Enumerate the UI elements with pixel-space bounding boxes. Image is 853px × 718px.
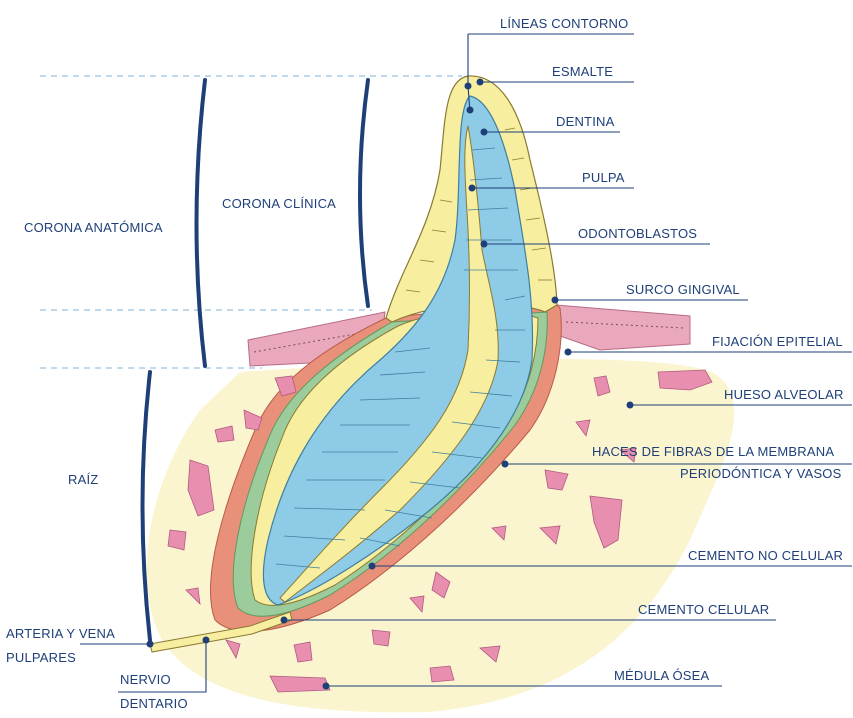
label-haces-line2: PERIODÓNTICA Y VASOS — [680, 466, 842, 481]
label-arteria-line1: ARTERIA Y VENA — [6, 626, 115, 641]
label-medula-osea: MÉDULA ÓSEA — [614, 668, 710, 683]
label-nervio-line1: NERVIO — [120, 672, 171, 687]
label-lineas-contorno: LÍNEAS CONTORNO — [500, 16, 628, 31]
label-surco-gingival: SURCO GINGIVAL — [626, 282, 740, 297]
label-dentina: DENTINA — [556, 114, 615, 129]
label-hueso-alveolar: HUESO ALVEOLAR — [724, 387, 844, 402]
label-corona-anatomica: CORONA ANATÓMICA — [24, 220, 163, 235]
label-arteria-line2: PULPARES — [6, 650, 76, 665]
label-pulpa: PULPA — [582, 170, 625, 185]
label-fijacion-epitelial: FIJACIÓN EPITELIAL — [712, 334, 843, 349]
label-corona-clinica: CORONA CLÍNICA — [222, 196, 336, 211]
gingiva-right — [556, 305, 690, 350]
label-nervio-line2: DENTARIO — [120, 696, 188, 711]
label-cemento-no-celular: CEMENTO NO CELULAR — [688, 548, 843, 563]
label-haces-line1: HACES DE FIBRAS DE LA MEMBRANA — [592, 444, 834, 459]
label-odontoblastos: ODONTOBLASTOS — [578, 226, 697, 241]
label-raiz: RAÍZ — [68, 472, 98, 487]
label-cemento-celular: CEMENTO CELULAR — [638, 602, 769, 617]
label-esmalte: ESMALTE — [552, 64, 613, 79]
